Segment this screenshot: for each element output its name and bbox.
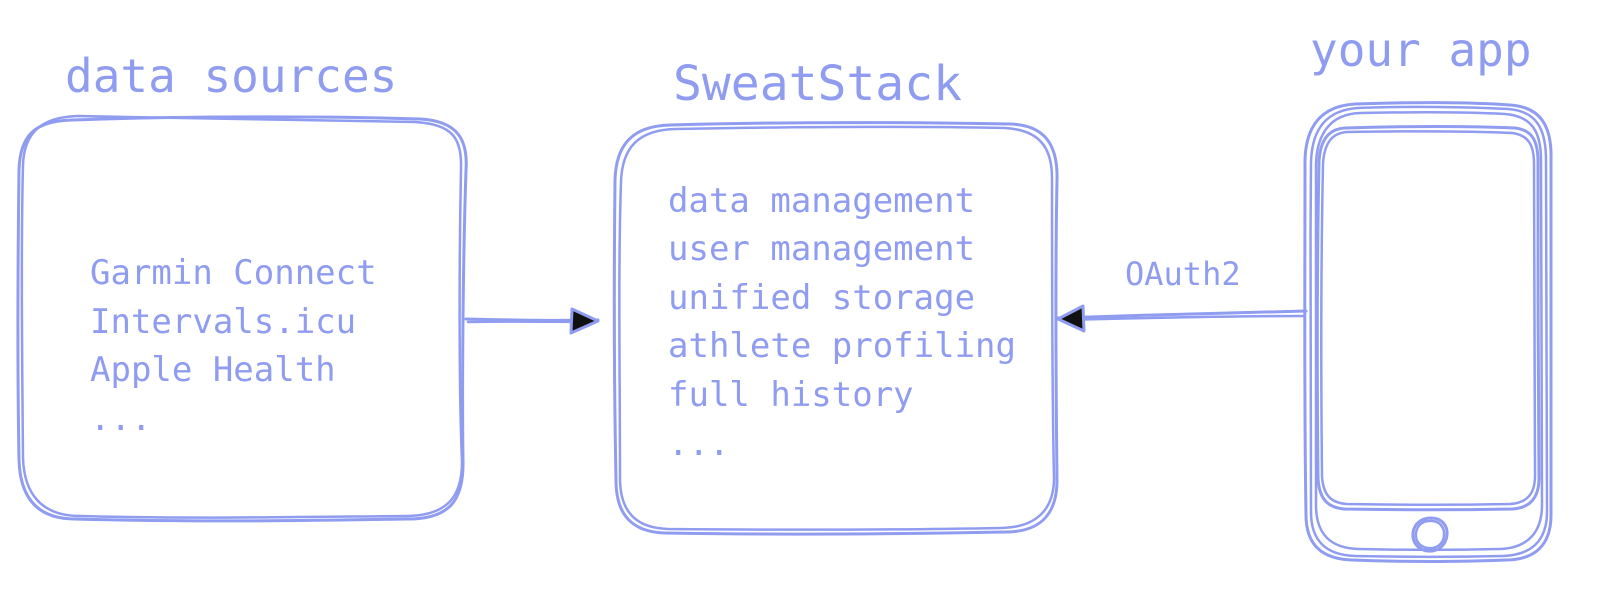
your-app-title: your app	[1310, 23, 1532, 77]
source-item: Garmin Connect	[90, 253, 377, 293]
data-sources-title: data sources	[65, 49, 397, 103]
feature-item: full history	[668, 375, 914, 415]
arrow-app-to-sweatstack: OAuth2	[1056, 255, 1308, 333]
data-sources-group: data sources Garmin Connect Intervals.ic…	[16, 49, 468, 523]
sweatstack-group: SweatStack data management user manageme…	[612, 56, 1059, 536]
sweatstack-box	[612, 121, 1059, 536]
arrow-sources-to-sweatstack	[464, 307, 600, 335]
home-button-icon	[1411, 516, 1449, 553]
source-item: ...	[90, 399, 151, 439]
data-sources-box	[16, 114, 468, 523]
feature-item: user management	[668, 229, 975, 269]
feature-item: ...	[668, 424, 729, 464]
sweatstack-feature-list: data management user management unified …	[668, 181, 1016, 464]
sweatstack-title: SweatStack	[673, 56, 962, 112]
data-sources-list: Garmin Connect Intervals.icu Apple Healt…	[90, 253, 377, 439]
phone-icon	[1303, 101, 1553, 563]
source-item: Apple Health	[90, 350, 336, 390]
oauth2-label: OAuth2	[1125, 255, 1241, 293]
your-app-group: your app	[1303, 23, 1553, 563]
feature-item: unified storage	[668, 278, 975, 318]
source-item: Intervals.icu	[90, 302, 356, 342]
feature-item: athlete profiling	[668, 326, 1016, 366]
feature-item: data management	[668, 181, 975, 221]
